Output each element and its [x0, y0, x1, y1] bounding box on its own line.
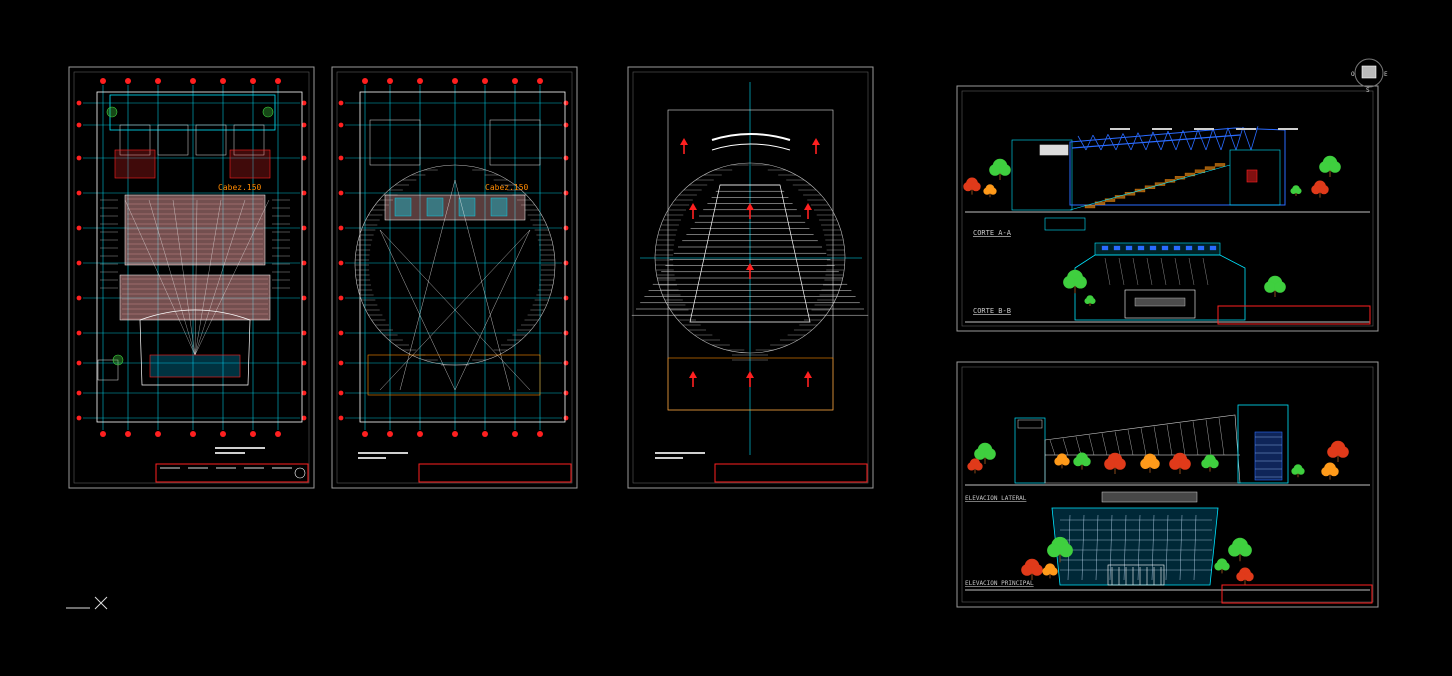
- sheet-floor-plan-1[interactable]: Cabez.150: [68, 66, 315, 489]
- title-block-1: [155, 463, 309, 483]
- elevation-label-principal: ELEVACION PRINCIPAL: [965, 580, 1034, 587]
- title-block-2: [418, 463, 572, 483]
- capacity-label-1: Cabez.150: [218, 183, 262, 192]
- sheet-floor-plan-2[interactable]: Cabez.150: [331, 66, 578, 489]
- svg-text:E: E: [1384, 71, 1388, 78]
- svg-text:O: O: [1351, 71, 1355, 78]
- svg-text:S: S: [1366, 87, 1370, 94]
- sheet-roof-plan[interactable]: [627, 66, 874, 489]
- capacity-label-2: Cabez.150: [485, 183, 529, 192]
- sheet-sections[interactable]: CORTE A-A CORTE B-B: [956, 85, 1379, 332]
- ucs-icon: [66, 596, 108, 610]
- title-block-3: [714, 463, 868, 483]
- section-label-b: CORTE B-B: [973, 307, 1011, 315]
- section-label-a: CORTE A-A: [973, 229, 1012, 237]
- sheet-elevations[interactable]: ELEVACION LATERAL ELEVACION PRINCIPAL: [956, 361, 1379, 608]
- viewcube-icon[interactable]: O E S: [1351, 58, 1388, 94]
- title-block-5: [1221, 584, 1373, 604]
- elevation-label-lateral: ELEVACION LATERAL: [965, 495, 1027, 502]
- title-block-4: [1217, 305, 1371, 325]
